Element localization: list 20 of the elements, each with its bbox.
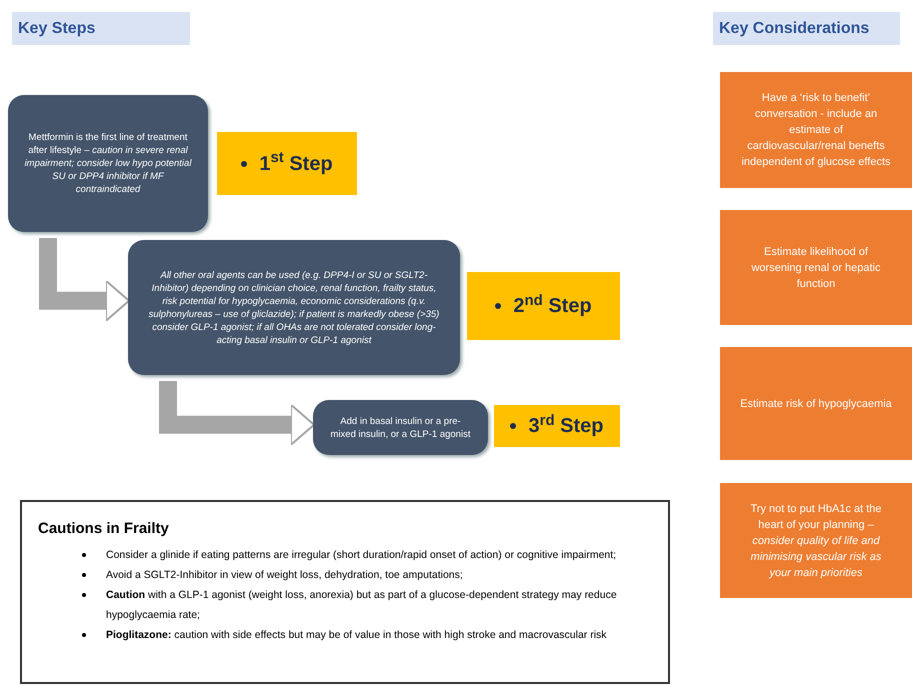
step-box: Add in basal insulin or a pre-mixed insulin, or a GLP-1 agonist xyxy=(313,400,488,455)
panel-heading: Cautions in Frailty xyxy=(38,519,170,539)
caution-item: Consider a glinide if eating patterns are irregular (short duration/rapid onset of action) or cognitive impairment; xyxy=(106,548,616,562)
caution-item: Caution with a GLP-1 agonist (weight loss, anorexia) but as part of a glucose-dependent strategy may reduce hypoglycaemia rate; xyxy=(106,588,618,622)
section-header: Key Steps xyxy=(12,12,190,45)
step-badge: 3$^{rd}$ Step xyxy=(494,405,620,447)
caution-item: Pioglitazone: caution with side effects but may be of value in those with high stroke and macrovascular risk xyxy=(106,628,607,642)
step-badge: 2$^{nd}$ Step xyxy=(467,272,620,340)
section-header: Key Considerations xyxy=(713,12,900,45)
step-badge: 1$^{st}$ Step xyxy=(217,132,357,195)
caution-item: Avoid a SGLT2-Inhibitor in view of weight loss, dehydration, toe amputations; xyxy=(106,568,463,582)
step-box: All other oral agents can be used (e.g. DPP4-I or SU or SGLT2-Inhibitor) depending on clinician choice, renal function, frailty status, risk potential for hypoglycaemia, economic considerations (q.v. sulphonylureas – use of gliclazide); if patient is markedly obese (>35) consider GLP-1 agonist; if all OHAs are not tolerated consider long-acting basal insulin or GLP-1 agonist xyxy=(128,240,460,375)
cautions-panel xyxy=(20,500,670,684)
consideration-box: Estimate risk of hypoglycaemia xyxy=(720,347,912,460)
block-arrow xyxy=(159,381,315,446)
consideration-box: Have a ‘risk to benefit’ conversation - include an estimate of cardiovascular/renal benefts independent of glucose effects xyxy=(720,72,912,188)
consideration-box: Estimate likelihood of worsening renal or hepatic function xyxy=(720,210,912,325)
consideration-box: Try not to put HbA1c at the heart of your planning – consider quality of life and minimising vascular risk as your main priorities xyxy=(720,483,912,598)
block-arrow xyxy=(39,238,130,322)
step-box: Mettformin is the first line of treatment after lifestyle – caution in severe renal impairment; consider low hypo potential SU or DPP4 inhibitor if MF contraindicated xyxy=(8,95,208,232)
